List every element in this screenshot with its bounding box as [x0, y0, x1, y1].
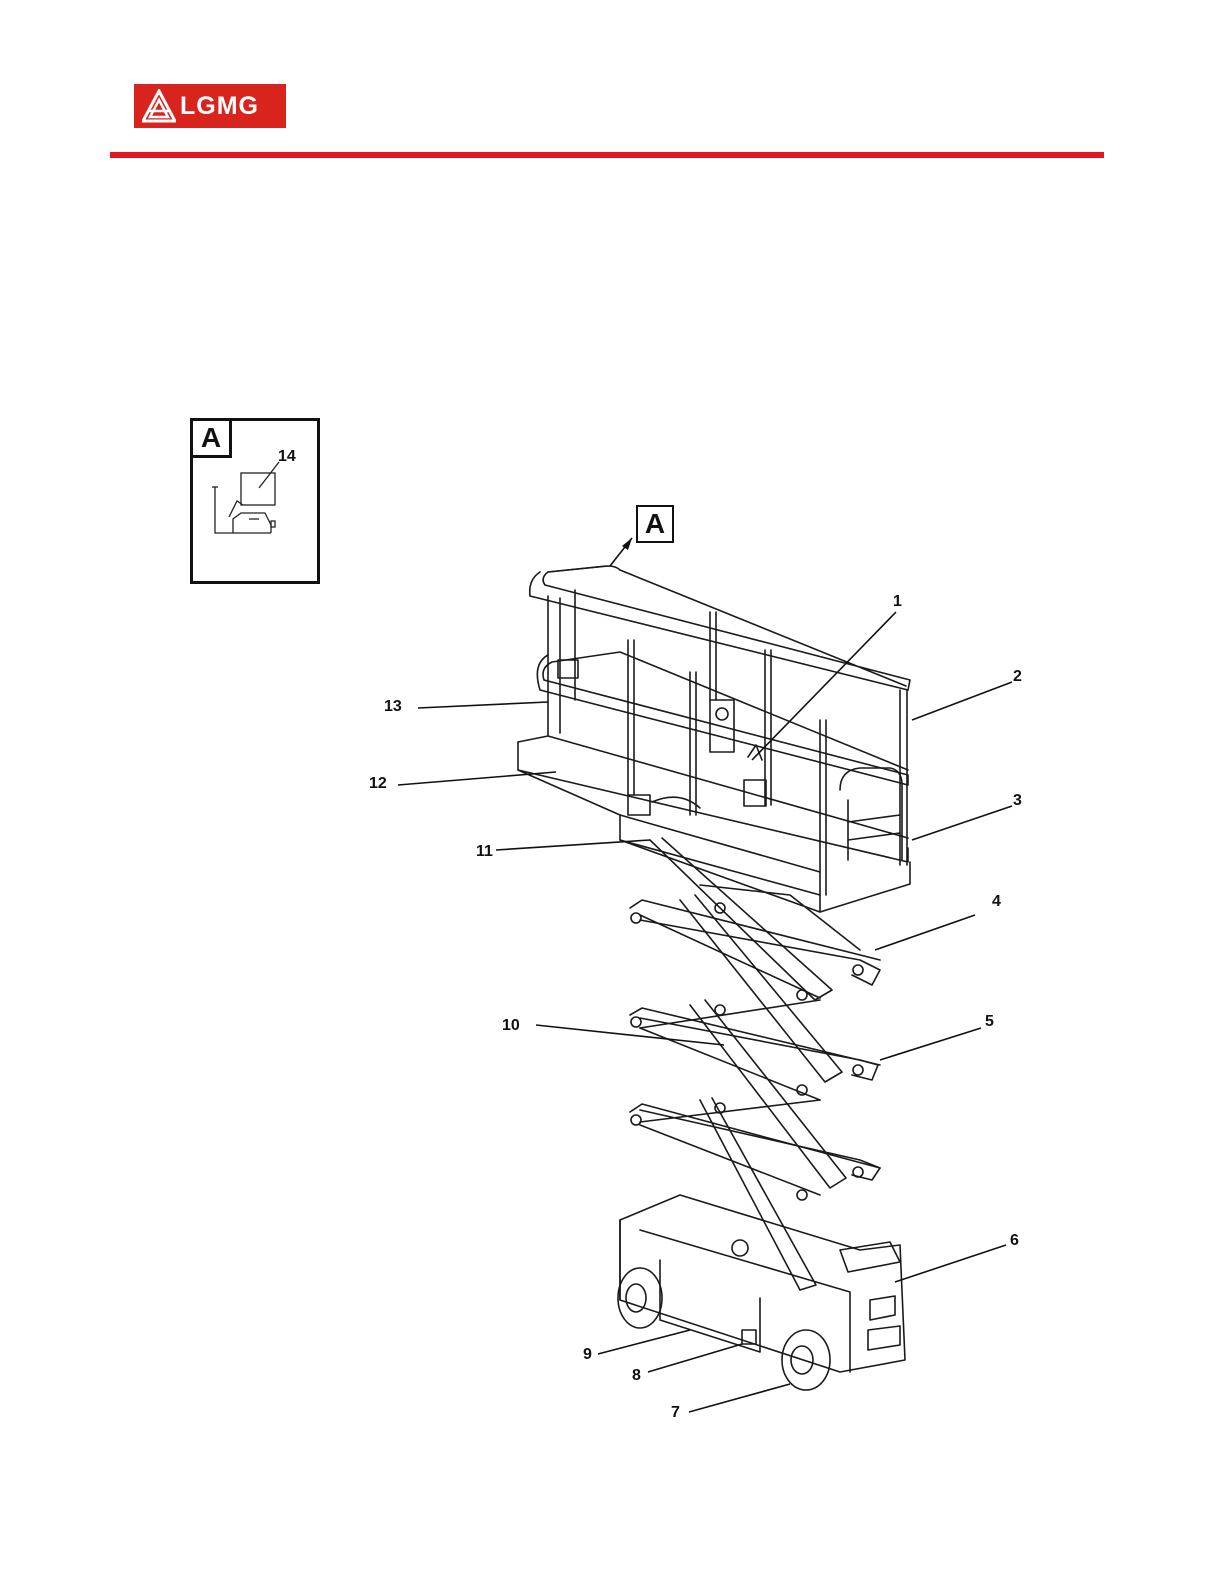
part-number-7: 7	[671, 1404, 680, 1422]
part-number-8: 8	[632, 1367, 641, 1385]
part-number-4: 4	[992, 893, 1001, 911]
part-number-2: 2	[1013, 668, 1022, 686]
view-callout: A	[636, 505, 674, 543]
part-number-9: 9	[583, 1346, 592, 1364]
part-number-3: 3	[1013, 792, 1022, 810]
part-number-5: 5	[985, 1013, 994, 1031]
part-number-13: 13	[384, 698, 402, 716]
part-number-6: 6	[1010, 1232, 1019, 1250]
part-number-10: 10	[502, 1017, 520, 1035]
part-number-1: 1	[893, 593, 902, 611]
part-number-11: 11	[476, 843, 493, 861]
part-number-12: 12	[369, 775, 387, 793]
